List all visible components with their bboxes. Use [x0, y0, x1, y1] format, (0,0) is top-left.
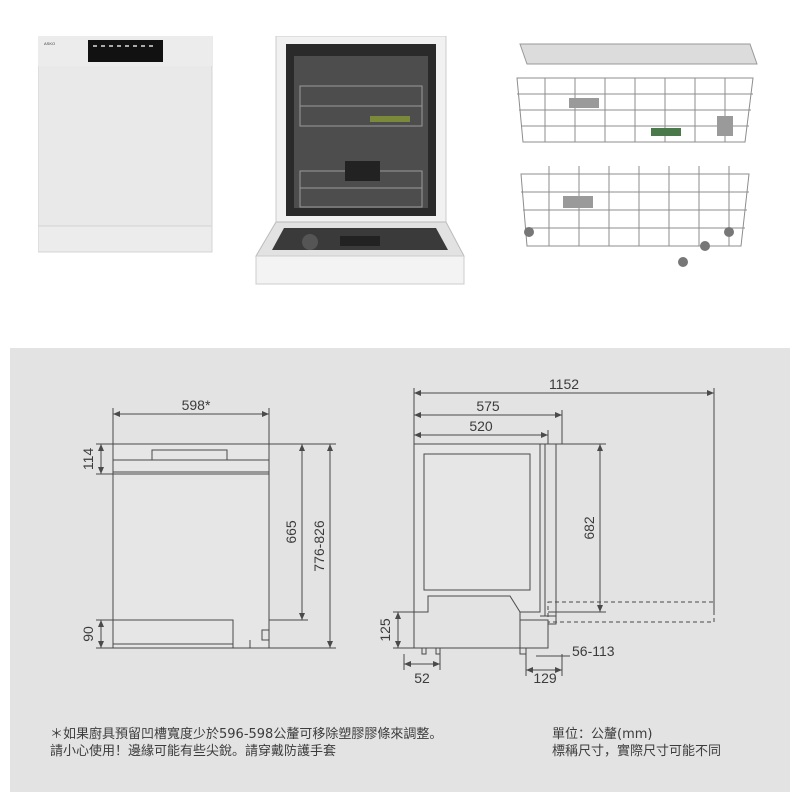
total-height-label: 776-826 [311, 520, 327, 572]
foot-offset-label: 52 [414, 670, 430, 686]
open-depth-label: 1152 [549, 376, 579, 392]
body-height-label: 665 [283, 520, 299, 544]
side-view-outline [413, 443, 557, 655]
dishwasher-racks-photo [516, 43, 758, 267]
brand-logo: ASKO [44, 41, 55, 46]
note-right-line1: 單位：公釐(mm) [552, 727, 653, 742]
panel-height-label: 114 [80, 448, 96, 471]
note-left-line1: ＊如果廚具預留凹槽寬度少於596-598公釐可移除塑膠膠條來調整。 [50, 727, 443, 742]
dishwasher-front-photo: ASKO [38, 36, 213, 253]
depth-label: 575 [476, 398, 500, 414]
note-right-line2: 標稱尺寸，實際尺寸可能不同 [552, 744, 722, 759]
door-height-label: 682 [581, 516, 597, 540]
dishwasher-open-photo [255, 36, 465, 285]
front-width-label: 598* [182, 397, 211, 413]
adjust-range-label: 56-113 [572, 643, 615, 659]
plinth-height-label: 90 [80, 626, 96, 642]
body-depth-label: 520 [469, 418, 493, 434]
door-offset-label: 129 [533, 670, 557, 686]
note-left: ＊如果廚具預留凹槽寬度少於596-598公釐可移除塑膠膠條來調整。 請小心使用！… [50, 726, 442, 760]
note-right: 單位：公釐(mm) 標稱尺寸，實際尺寸可能不同 [552, 726, 721, 760]
foot-height-label: 125 [377, 618, 393, 642]
front-view-outline [112, 443, 270, 649]
note-left-line2: 請小心使用！邊緣可能有些尖銳。請穿戴防護手套 [50, 744, 337, 759]
